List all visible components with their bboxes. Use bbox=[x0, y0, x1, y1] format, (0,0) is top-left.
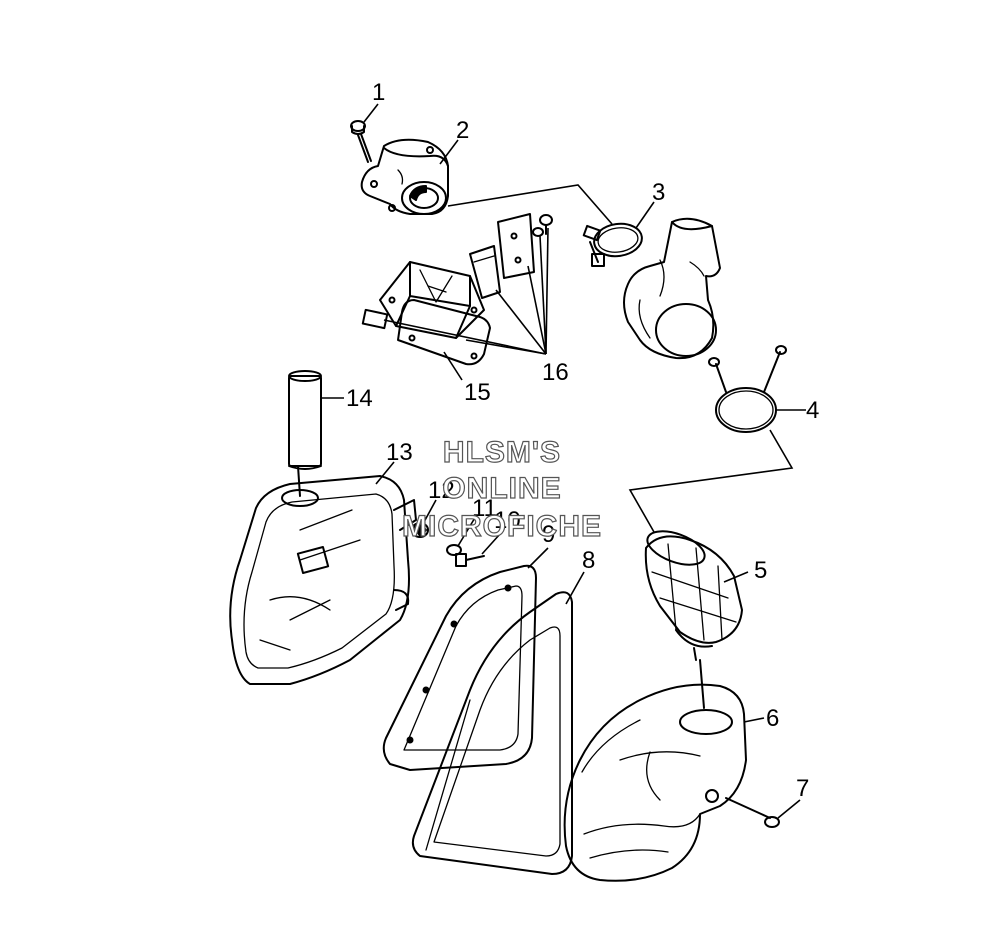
part-5-boot bbox=[644, 530, 743, 661]
reed-stop bbox=[497, 213, 535, 279]
part-7-screw bbox=[725, 797, 780, 828]
callout-13: 13 bbox=[386, 439, 413, 466]
small-plate bbox=[361, 308, 389, 330]
callout-11: 11 bbox=[472, 495, 497, 522]
callout-6: 6 bbox=[766, 705, 779, 732]
part-1-bolt bbox=[350, 120, 372, 163]
callout-8: 8 bbox=[582, 547, 595, 574]
part-8-filter-frame bbox=[411, 591, 573, 875]
callout-15: 15 bbox=[464, 379, 491, 406]
part-11-washer bbox=[446, 544, 462, 556]
callout-4: 4 bbox=[806, 397, 819, 424]
reed-screw bbox=[532, 214, 553, 237]
reed-cage bbox=[379, 261, 485, 339]
reed-petal bbox=[469, 245, 501, 299]
watermark-line-2: ONLINE bbox=[442, 472, 561, 505]
callout-2: 2 bbox=[456, 117, 469, 144]
part-4-wire-clamp bbox=[708, 345, 787, 433]
part-2-adaptor bbox=[360, 138, 449, 215]
watermark: HLSM'S ONLINE MICROFICHE bbox=[401, 435, 602, 543]
callout-16: 16 bbox=[542, 359, 569, 386]
callout-7: 7 bbox=[796, 775, 809, 802]
part-3-clamp bbox=[582, 222, 643, 267]
callout-10: 10 bbox=[494, 507, 521, 534]
callout-5: 5 bbox=[754, 557, 767, 584]
leaders-16 bbox=[383, 227, 549, 355]
callout-12: 12 bbox=[428, 477, 455, 504]
watermark-line-1: HLSM'S bbox=[443, 436, 561, 469]
callout-leaders bbox=[322, 103, 806, 819]
part-9-filter-element bbox=[382, 564, 537, 771]
part-6-airbox bbox=[563, 659, 747, 882]
part-13-airbox-cover bbox=[229, 465, 417, 685]
part-12-nut bbox=[411, 522, 429, 538]
intake-boot bbox=[623, 217, 721, 360]
callout-9: 9 bbox=[542, 521, 555, 548]
part-10-screw bbox=[455, 553, 485, 567]
watermark-line-3: MICROFICHE bbox=[402, 510, 602, 543]
callout-1: 1 bbox=[372, 79, 385, 106]
part-14-sleeve bbox=[288, 370, 322, 470]
callout-14: 14 bbox=[346, 385, 373, 412]
callout-3: 3 bbox=[652, 179, 665, 206]
